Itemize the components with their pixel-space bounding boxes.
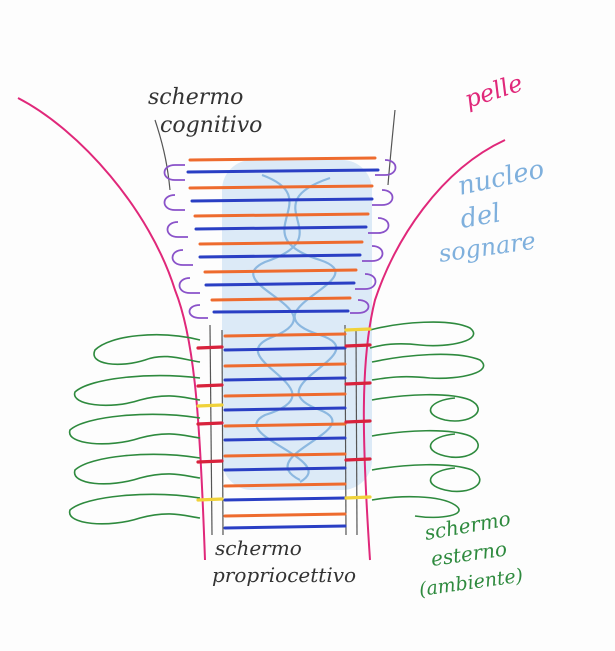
label-proprio-1: schermo (215, 536, 302, 560)
label-cognitive-2: cognitivo (160, 113, 262, 138)
label-proprio-2: propriocettivo (212, 563, 356, 587)
label-cognitive-1: schermo (148, 85, 243, 110)
